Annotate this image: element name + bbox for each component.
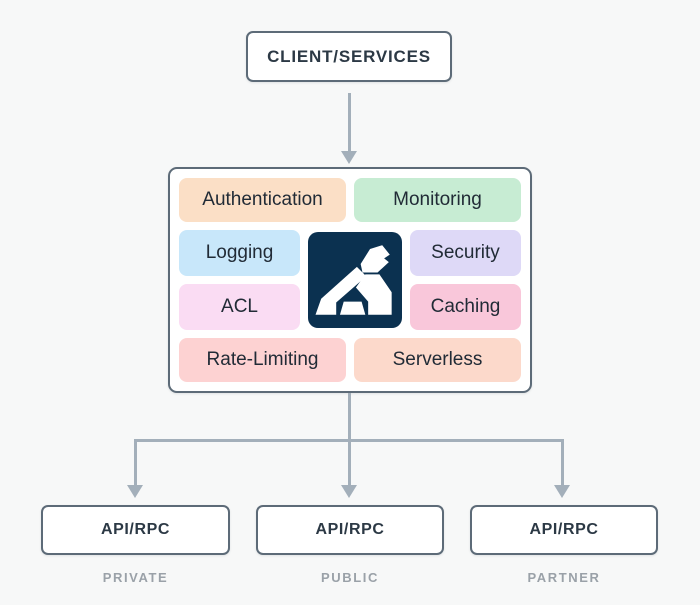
plugin-security: Security <box>410 230 521 276</box>
endpoint-label: API/RPC <box>315 521 385 538</box>
connector-client-gateway-line <box>348 93 351 152</box>
plugin-serverless: Serverless <box>354 338 521 382</box>
plugin-acl: ACL <box>179 284 300 330</box>
client-services-label: CLIENT/SERVICES <box>267 46 431 66</box>
gateway-node: Authentication Monitoring Logging ACL <box>168 167 532 393</box>
plugin-rate-limiting: Rate-Limiting <box>179 338 346 382</box>
endpoint-label: API/RPC <box>529 521 599 538</box>
connector-branch-public-line <box>348 439 351 486</box>
plugin-column-left: Logging ACL <box>179 230 300 330</box>
plugin-monitoring: Monitoring <box>354 178 521 222</box>
plugin-caching: Caching <box>410 284 521 330</box>
plugin-column-right: Security Caching <box>410 230 521 330</box>
endpoint-caption-partner: PARTNER <box>527 570 601 585</box>
client-services-node: CLIENT/SERVICES <box>246 31 452 82</box>
endpoint-node-private: API/RPC <box>41 505 230 555</box>
connector-tree-stem-line <box>348 393 351 442</box>
plugin-logging: Logging <box>179 230 300 276</box>
endpoint-caption-private: PRIVATE <box>102 570 169 585</box>
endpoint-caption-public: PUBLIC <box>321 570 379 585</box>
plugin-row-bottom: Rate-Limiting Serverless <box>179 338 521 382</box>
kong-logo <box>308 232 402 328</box>
kong-gorilla-icon <box>315 245 392 315</box>
plugin-middle-block: Logging ACL Security Caching <box>179 230 521 330</box>
endpoint-label: API/RPC <box>100 521 171 538</box>
connector-branch-private-line <box>134 439 137 486</box>
arrow-down-icon <box>554 485 570 498</box>
plugin-authentication: Authentication <box>179 178 346 222</box>
endpoint-node-partner: API/RPC <box>470 505 658 555</box>
arrow-down-icon <box>127 485 143 498</box>
connector-branch-partner-line <box>561 439 564 486</box>
plugin-row-top: Authentication Monitoring <box>179 178 521 222</box>
arrow-down-icon <box>341 485 357 498</box>
arrow-down-icon <box>341 151 357 164</box>
endpoint-node-public: API/RPC <box>256 505 444 555</box>
